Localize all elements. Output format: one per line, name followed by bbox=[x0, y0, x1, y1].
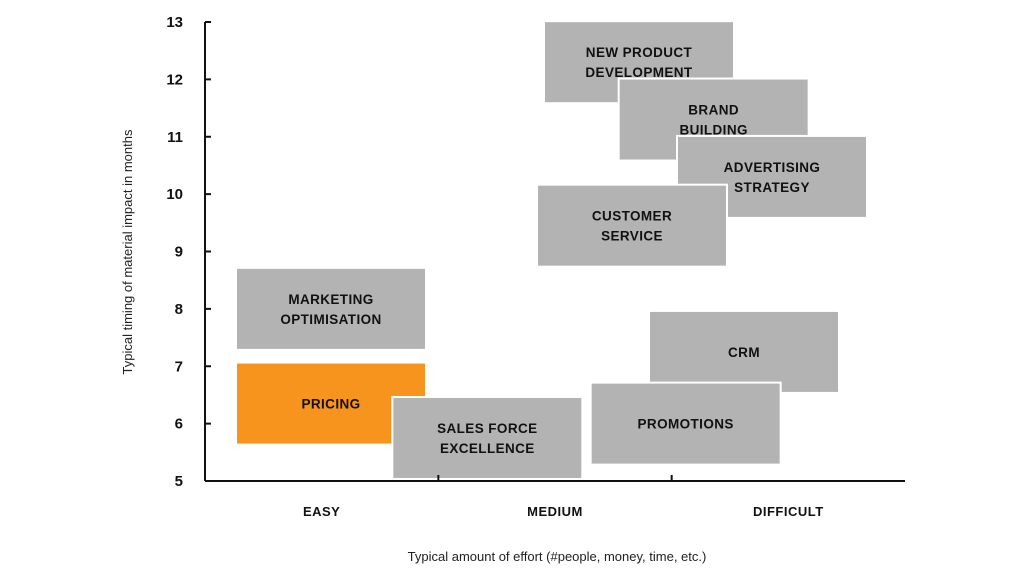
data-box-label: OPTIMISATION bbox=[280, 312, 381, 327]
data-box-rect bbox=[589, 381, 782, 466]
data-box-label: MARKETING bbox=[288, 292, 373, 307]
data-box-label: BRAND bbox=[688, 103, 739, 118]
data-box-label: SALES FORCE bbox=[437, 421, 537, 436]
x-category-label: DIFFICULT bbox=[753, 504, 824, 519]
data-box-label: EXCELLENCE bbox=[440, 441, 535, 456]
data-box-label: STRATEGY bbox=[734, 180, 810, 195]
y-axis-title: Typical timing of material impact in mon… bbox=[120, 129, 135, 374]
y-tick-label: 8 bbox=[175, 301, 183, 318]
data-box-rect bbox=[235, 266, 427, 351]
data-box-label: ADVERTISING bbox=[724, 160, 821, 175]
boxes-layer: NEW PRODUCT DEVELOPMENT BRAND BUILDING ADVER… bbox=[235, 20, 868, 480]
y-tick-label: 10 bbox=[166, 186, 183, 203]
data-box: CUSTOMER SERVICE bbox=[536, 183, 728, 268]
data-box-label: SERVICE bbox=[601, 229, 663, 244]
x-category-label: EASY bbox=[303, 504, 340, 519]
data-box: MARKETING OPTIMISATION bbox=[235, 266, 427, 351]
data-box-rect bbox=[648, 309, 840, 394]
data-box-label: CRM bbox=[728, 345, 760, 360]
data-box: CRM bbox=[648, 309, 840, 394]
data-box-label: CUSTOMER bbox=[592, 209, 672, 224]
y-tick-label: 11 bbox=[167, 129, 183, 146]
x-axis-title: Typical amount of effort (#people, money… bbox=[408, 549, 707, 564]
y-tick-label: 13 bbox=[166, 14, 183, 31]
data-box-label: NEW PRODUCT bbox=[586, 45, 693, 60]
y-tick-label: 7 bbox=[175, 358, 183, 375]
y-tick-label: 12 bbox=[166, 71, 183, 88]
data-box: BRAND BUILDING bbox=[617, 77, 810, 162]
data-box-rect bbox=[391, 395, 584, 480]
x-category-label: MEDIUM bbox=[527, 504, 583, 519]
data-box-label: PRICING bbox=[301, 397, 360, 412]
data-box-label: PROMOTIONS bbox=[638, 417, 734, 432]
data-box-rect bbox=[536, 183, 728, 268]
data-box-label: DEVELOPMENT bbox=[585, 65, 693, 80]
y-tick-label: 6 bbox=[175, 416, 183, 433]
data-box: PROMOTIONS bbox=[589, 381, 782, 466]
data-box-label: BUILDING bbox=[679, 123, 747, 138]
y-tick-label: 5 bbox=[175, 473, 183, 490]
y-tick-label: 9 bbox=[175, 244, 183, 261]
data-box: SALES FORCE EXCELLENCE bbox=[391, 395, 584, 480]
